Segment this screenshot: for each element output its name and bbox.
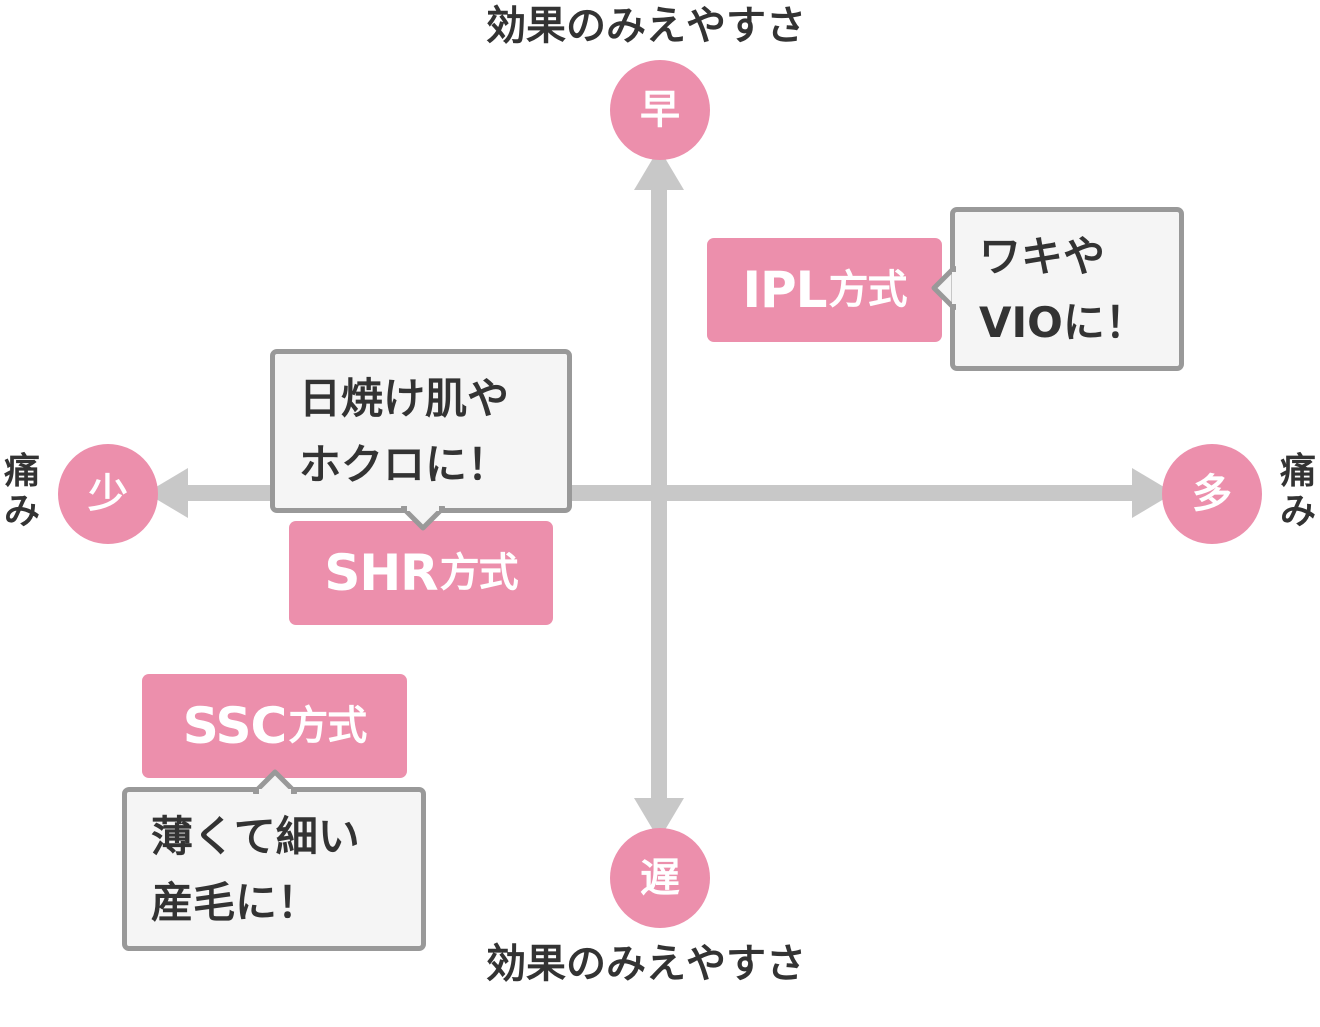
note-ipl: ワキや VIOに！	[950, 207, 1184, 371]
low-pain-circle: 少	[58, 444, 158, 544]
vertical-axis-arrow-down	[634, 798, 684, 840]
horizontal-axis-arrow-left	[146, 468, 188, 518]
note-shr: 日焼け肌や ホクロに！	[270, 349, 572, 513]
note-ipl-pointer	[931, 266, 956, 310]
method-ipl-name: IPL	[742, 261, 827, 319]
method-shr-suffix: 方式	[439, 550, 519, 596]
method-ipl-suffix: 方式	[828, 267, 908, 313]
high-pain-circle: 多	[1162, 444, 1262, 544]
horizontal-axis-label-left: 痛み	[2, 452, 42, 532]
method-shr-name: SHR	[324, 544, 438, 602]
note-shr-line-1: 日焼け肌や	[299, 374, 510, 423]
note-shr-pointer	[401, 506, 445, 531]
method-ssc-suffix: 方式	[288, 703, 367, 749]
note-ssc-line-2: 産毛に！	[151, 878, 320, 927]
note-ssc-line-1: 薄くて細い	[151, 812, 360, 861]
vertical-axis-arrow-up	[634, 148, 684, 190]
pain-label-right: 痛み	[1280, 451, 1317, 532]
note-ipl-line-2: VIOに！	[979, 298, 1147, 347]
horizontal-axis-arrow-right	[1132, 468, 1174, 518]
fast-circle: 早	[610, 60, 710, 160]
slow-circle: 遅	[610, 828, 710, 928]
vertical-axis-label-top: 効果のみえやすさ	[486, 3, 806, 49]
pain-label-left: 痛み	[4, 451, 41, 532]
note-ssc: 薄くて細い 産毛に！	[122, 787, 426, 951]
method-ssc-name: SSC	[182, 697, 287, 755]
vertical-axis-label-bottom: 効果のみえやすさ	[486, 941, 806, 987]
note-ipl-line-1: ワキや	[979, 232, 1106, 281]
horizontal-axis-label-right: 痛み	[1278, 452, 1318, 532]
note-ssc-pointer	[253, 769, 297, 794]
note-shr-line-2: ホクロに！	[299, 440, 510, 489]
